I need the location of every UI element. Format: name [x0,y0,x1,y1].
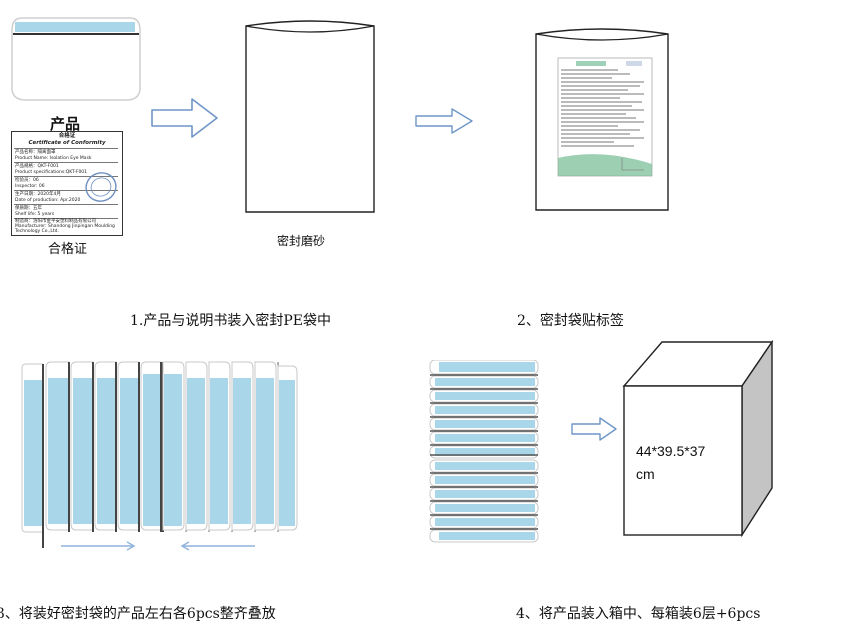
certificate-of-conformity: 合格证 Certificate of Conformity 产品名称：隔离面罩 … [11,131,123,236]
certificate-line: Shelf life: 5 years [15,212,55,217]
certificate-line: 检验员：06 [15,178,39,183]
certificate-line: Product specifications:QKT-F001 [15,170,88,175]
certificate-line: 保质期：五年 [15,206,42,211]
stacked-products-layers [429,360,539,543]
certificate-title-cn: 合格证 [58,133,76,139]
qc-passed-stamp [85,172,117,202]
arrow-right-icon [571,417,617,441]
left-stack [21,361,162,548]
certificate-line: Technology Co.,Ltd. [15,229,59,234]
box-dimensions-line1: 44*39.5*37 [636,443,706,459]
certificate-label: 合格证 [48,242,88,257]
push-left-arrow-icon [180,541,255,551]
certificate-line: Manufacturer: Shandong Jinpingan Mouldin… [15,224,115,229]
face-shield-product-drawing [11,17,141,101]
product-label: 产品 [50,115,81,133]
arrow-right-icon [151,98,218,138]
certificate-line: Inspector: 06 [15,184,45,189]
certificate-title-en: Certificate of Conformity [28,140,106,146]
shipping-carton-box [622,340,774,538]
arrow-right-icon [415,108,473,134]
certificate-line: 产品规格：QKT-F001 [15,164,59,169]
certificate-line: Product Name: Isolation Eye Mask [15,156,92,161]
step2-caption: 2、密封袋贴标签 [517,313,624,329]
certificate-line: 产品名称：隔离面罩 [15,150,56,155]
sealed-bag-label: 密封磨砂 [277,234,326,248]
box-dimensions-unit: cm [636,466,655,482]
stacked-products-side-view [21,361,298,551]
push-right-arrow-icon [61,541,136,551]
certificate-line: 制造商：洛阳市金平安塑料制品有限公司 [15,219,96,224]
sealed-frosted-bag [245,20,375,213]
step3-caption: 3、将装好密封袋的产品左右各6pcs整齐叠放 [0,606,276,622]
right-stack [162,361,298,532]
labeled-sealed-bag [535,28,669,211]
step4-caption: 4、将产品装入箱中、每箱装6层+6pcs [516,606,761,622]
product-label-sticker [557,57,653,177]
certificate-line: Date of production: Apr.2020 [15,198,81,203]
step1-caption: 1.产品与说明书装入密封PE袋中 [130,313,331,329]
certificate-line: 生产日期：2020年4月 [15,192,61,197]
